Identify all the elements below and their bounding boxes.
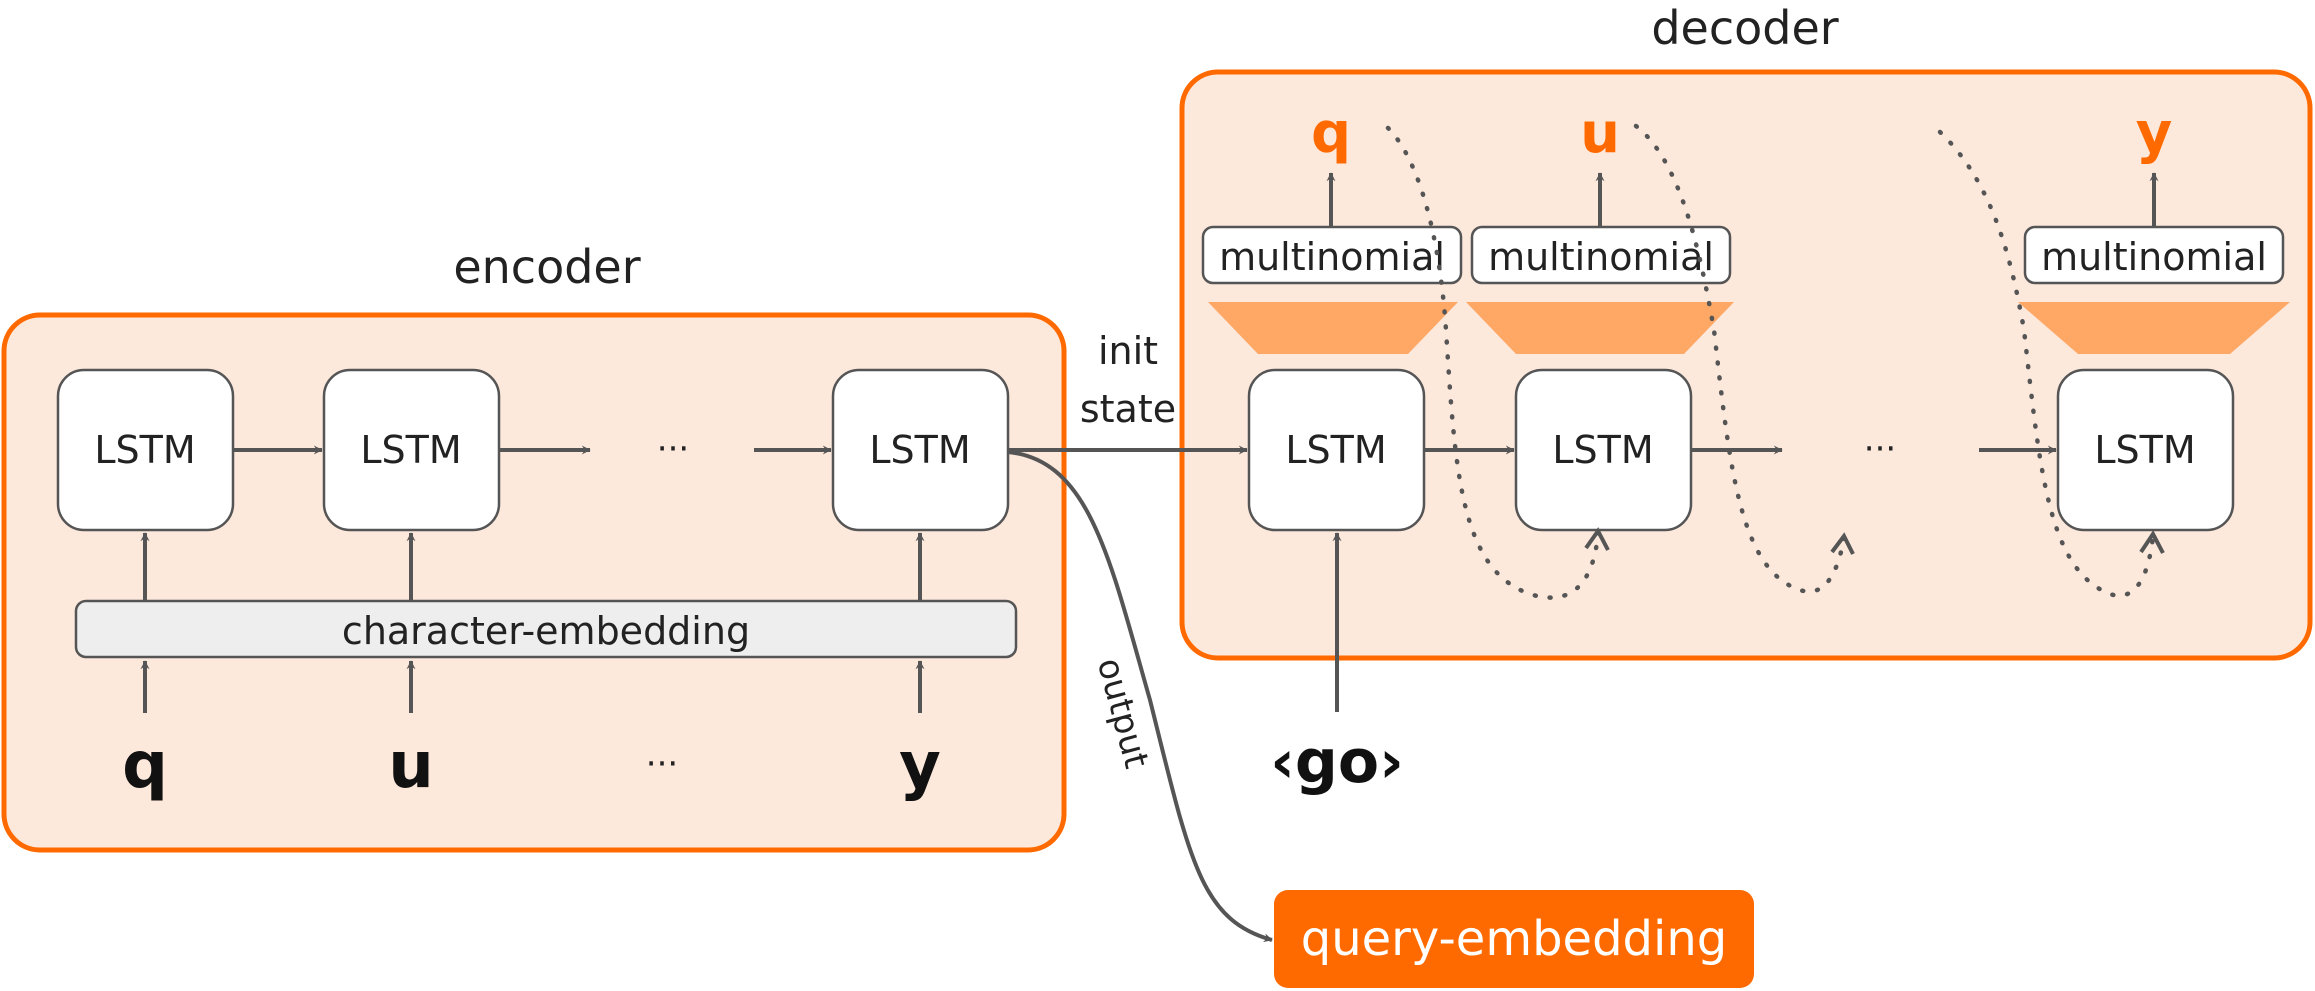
- encoder-lstm-1: LSTM: [56, 368, 235, 532]
- encoder-input-ellipsis: ···: [646, 744, 678, 784]
- output-label: output: [1089, 654, 1157, 773]
- projection-layer-n: [2018, 302, 2290, 354]
- decoder-lstm-1: LSTM: [1247, 368, 1426, 532]
- decoder-panel: [1179, 69, 2313, 661]
- decoder-output-q: q: [1311, 101, 1351, 166]
- encoder-input-u: u: [388, 729, 434, 803]
- query-embedding-label: query-embedding: [1301, 911, 1728, 967]
- encoder-lstm-2-label: LSTM: [360, 428, 461, 472]
- feedback-loop-2: [1633, 123, 1847, 594]
- go-token: ‹go›: [1270, 727, 1404, 797]
- multinomial-label-1: multinomial: [1219, 235, 1445, 279]
- feedback-loop-1: [1385, 125, 1601, 600]
- encoder-input-q: q: [122, 729, 168, 803]
- character-embedding-label: character-embedding: [342, 609, 750, 653]
- character-embedding: character-embedding: [74, 599, 1018, 659]
- projection-layer-2: [1466, 302, 1734, 354]
- encoder-input-y: y: [899, 729, 941, 803]
- decoder-output-y: y: [2136, 101, 2173, 166]
- output-curve: [1007, 450, 1273, 943]
- encoder-title: encoder: [453, 240, 640, 294]
- encoder-lstm-n: LSTM: [831, 368, 1010, 532]
- decoder-lstm-n: LSTM: [2056, 368, 2235, 532]
- multinomial-box-2: multinomial: [1470, 225, 1732, 285]
- init-state-label-line2: state: [1080, 387, 1176, 431]
- decoder-lstm-1-label: LSTM: [1285, 428, 1386, 472]
- projection-layer-1: [1208, 302, 1458, 354]
- feedback-arrowhead-2: [1830, 532, 1855, 555]
- decoder-output-u: u: [1580, 101, 1620, 166]
- multinomial-label-n: multinomial: [2041, 235, 2267, 279]
- decoder-lstm-n-label: LSTM: [2094, 428, 2195, 472]
- decoder-lstm-2: LSTM: [1514, 368, 1693, 532]
- multinomial-box-n: multinomial: [2023, 225, 2285, 285]
- encoder-lstm-1-label: LSTM: [94, 428, 195, 472]
- multinomial-box-1: multinomial: [1201, 225, 1463, 285]
- feedback-loop-n: [1937, 129, 2156, 598]
- encoder-ellipsis: ···: [657, 429, 689, 469]
- query-embedding-box: query-embedding: [1274, 890, 1754, 988]
- decoder-lstm-2-label: LSTM: [1552, 428, 1653, 472]
- multinomial-label-2: multinomial: [1488, 235, 1714, 279]
- init-state-label-line1: init: [1098, 329, 1158, 373]
- encoder-lstm-n-label: LSTM: [869, 428, 970, 472]
- feedback-arrowhead-n: [2139, 530, 2165, 554]
- decoder-title: decoder: [1651, 1, 1838, 55]
- encoder-lstm-2: LSTM: [322, 368, 501, 532]
- feedback-arrowhead-1: [1584, 527, 1610, 551]
- decoder-ellipsis: ···: [1864, 429, 1896, 469]
